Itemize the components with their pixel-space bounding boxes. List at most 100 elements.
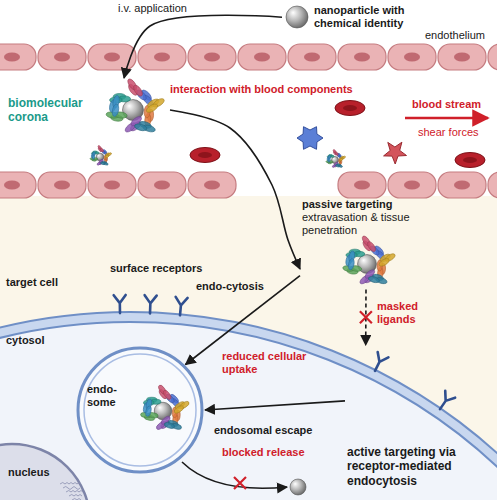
region-label: target cell [6, 276, 86, 289]
endosome-membrane [84, 354, 196, 466]
endothelial-cell [488, 44, 497, 70]
route-heading: passive targeting [302, 198, 463, 211]
cell-nucleus [254, 53, 270, 62]
cell-nucleus [404, 181, 420, 190]
cell-nucleus [4, 181, 20, 190]
corona-protein [335, 163, 343, 168]
protein-helix [173, 405, 185, 415]
process-label: i.v. application [118, 2, 187, 15]
cell-nucleus [54, 181, 70, 190]
corona-protein [359, 234, 377, 254]
endosome-outline [75, 345, 205, 475]
endothelial-cell [388, 44, 436, 70]
text-column: biomolecular corona [8, 96, 94, 125]
chromatin [60, 483, 81, 485]
plasma-protein [90, 145, 112, 167]
protein-helix [111, 103, 119, 117]
red-blood-cell [455, 153, 485, 168]
corona-protein [332, 149, 339, 157]
corona-protein [156, 383, 173, 402]
target-cell-region: endo-some nucleus active targeting via rec… [0, 262, 497, 500]
compartment-label: nucleus [8, 466, 68, 479]
corona-protein [134, 119, 157, 134]
corona-protein [172, 398, 191, 414]
protein-helix [378, 257, 391, 267]
protein-helix [162, 389, 172, 400]
corona-protein [376, 250, 397, 267]
flow-arrow [205, 401, 345, 410]
corona-icon [332, 240, 402, 288]
cell-nucleus [154, 181, 170, 190]
protein-helix [132, 84, 144, 98]
particle-icon [284, 4, 310, 30]
protein-helix [100, 162, 105, 165]
membrane-leaflet [0, 322, 497, 500]
protein-helix [134, 123, 148, 132]
protein-helix [328, 158, 331, 163]
corona-blood: biomolecular corona [6, 78, 170, 142]
endothelial-cell [338, 172, 386, 198]
corona-protein [124, 77, 144, 100]
corona-protein [100, 160, 108, 166]
cell-nucleus [354, 53, 370, 62]
endothelial-cell [188, 44, 236, 70]
endothelial-cell [138, 44, 186, 70]
protein-helix [335, 151, 339, 156]
nanoparticle-sphere [290, 479, 306, 495]
protein-helix [92, 155, 95, 160]
edge-label: endo-cytosis [196, 280, 264, 293]
cell-nucleus [304, 53, 320, 62]
blocked-mark [360, 311, 372, 323]
membrane-leaflet [0, 312, 497, 500]
cell-nucleus [104, 181, 120, 190]
receptor-icons [345, 345, 493, 445]
nuclear-envelope [0, 444, 90, 500]
endothelial-cell [138, 172, 186, 198]
nanoparticle-sphere [286, 6, 308, 28]
nanoparticle: nanoparticle with chemical identity [282, 2, 434, 32]
chromatin [63, 487, 80, 490]
receptor-group: active targeting via receptor-mediated e… [345, 345, 493, 488]
endosome-membrane [78, 348, 202, 472]
red-blood-cell [335, 101, 365, 116]
endothelial-cell [0, 44, 36, 70]
route-note: extravasation & tissue penetration [302, 211, 463, 237]
protein-helix [104, 154, 109, 158]
immune-cell [297, 127, 323, 150]
receptor-symbol [174, 297, 188, 316]
cell-nucleus [454, 53, 470, 62]
red-blood-cell-center [198, 152, 212, 158]
protein-helix [100, 147, 104, 152]
barrier-label: interaction with blood components [170, 83, 353, 96]
layer-label: endothelium [425, 29, 485, 42]
edge-label: masked ligands [377, 300, 437, 326]
cell-nucleus [154, 53, 170, 62]
escape-arrow [182, 462, 287, 488]
endothelial-cell [288, 44, 336, 70]
red-blood-cell [190, 148, 220, 163]
corona-protein [164, 419, 183, 432]
protein-helix [339, 157, 344, 161]
particle-label: nanoparticle with chemical identity [314, 4, 432, 30]
cell-nucleus [204, 181, 220, 190]
corona-protein [338, 155, 346, 161]
compartment-label: endo-some [87, 383, 123, 409]
endothelial-cell [88, 44, 136, 70]
plasma-protein [326, 149, 346, 169]
receptor-symbol [370, 352, 389, 373]
corona-protein [327, 155, 332, 163]
process-label: endosomal escape [214, 424, 312, 437]
region-label: cytosol [6, 334, 86, 347]
receptor-symbol [435, 391, 455, 413]
corona-protein [108, 94, 122, 117]
flow-arrow [405, 117, 488, 120]
chromatin [72, 499, 81, 500]
barrier-label: reduced cellular uptake [222, 350, 322, 376]
protein-helix [164, 422, 175, 430]
flow-label: blood stream [412, 98, 481, 111]
corona-protein [142, 398, 153, 417]
protein-helix [145, 102, 159, 114]
corona-tissue: passive targetingextravasation & tissue … [300, 196, 465, 290]
endosome-circle: endo-some [75, 345, 205, 475]
corona-protein [344, 250, 356, 270]
